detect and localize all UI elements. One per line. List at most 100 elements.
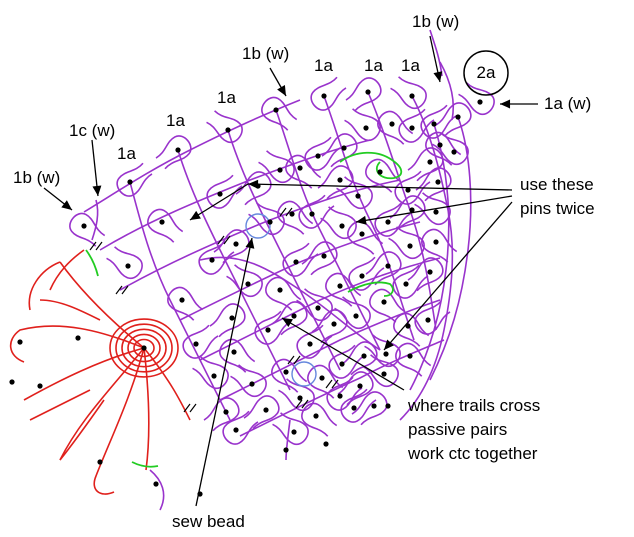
leader-arrows (43, 35, 538, 507)
trail-loop (407, 257, 444, 292)
annotation-use-these-pins: use these pins twice (520, 173, 595, 221)
trail-loop (395, 342, 432, 377)
trail-loop (414, 192, 451, 226)
trail-loop (277, 200, 314, 235)
pin-dot (315, 153, 321, 159)
twist-mark (223, 235, 231, 245)
pin-dot (427, 269, 433, 275)
trail-loop (340, 388, 377, 423)
trail-loop (206, 174, 243, 209)
pin-dot (81, 223, 87, 229)
trail-loop (258, 150, 295, 184)
green-segment (85, 249, 99, 277)
pin-dots (9, 89, 483, 497)
trail-run (399, 95, 454, 421)
trail-loop (147, 208, 184, 243)
trail-loop (310, 76, 347, 111)
pin-dot (9, 379, 15, 385)
pin-dot (339, 361, 345, 367)
pin-dot (339, 223, 345, 229)
arrow-1a-w-head (500, 99, 511, 109)
fan-center-ring (109, 318, 179, 378)
twist-mark (183, 403, 191, 413)
pin-dot (385, 403, 391, 409)
sew-bead-circles (245, 213, 317, 387)
pin-dot (377, 169, 383, 175)
arrow-use-a2 (189, 183, 249, 221)
pin-dot (233, 427, 239, 433)
pin-dot (125, 263, 131, 269)
pin-dot (233, 241, 239, 247)
pin-dot (363, 125, 369, 131)
twist-mark (189, 403, 197, 413)
trail-loop (219, 338, 256, 373)
pin-dot (409, 207, 415, 213)
trail-loop (304, 136, 341, 171)
pin-dot (431, 121, 437, 127)
trail-loop (351, 391, 388, 426)
trail-loop (213, 229, 250, 264)
pin-dot (435, 179, 441, 185)
trail-loop (198, 240, 235, 275)
trail-loop (311, 309, 348, 344)
fan-center-ring (133, 338, 155, 358)
fan-spoke (9, 325, 145, 363)
trail-loop (394, 170, 431, 205)
fan-spoke (93, 347, 145, 495)
fan-spoke (39, 299, 101, 321)
label-1a-a: 1a (217, 88, 236, 107)
annotation-cross-line2: passive pairs (408, 420, 508, 439)
trail-loop (415, 167, 452, 202)
fan-center-ring (127, 333, 161, 363)
trail-loop (272, 412, 309, 446)
pin-dot (353, 313, 359, 319)
fan-spoke (29, 389, 91, 421)
trail-loop (389, 195, 426, 230)
trail-run (83, 99, 301, 213)
arrow-sew-bead (195, 237, 253, 507)
trail-loop (421, 228, 458, 263)
pin-dot (381, 299, 387, 305)
fan-spoke (49, 249, 85, 291)
pin-dot (179, 297, 185, 303)
trail-loop (222, 410, 259, 445)
pin-dot (263, 407, 269, 413)
trail-loop (209, 303, 246, 338)
trail-loop (307, 364, 344, 399)
arrow-use-c (383, 201, 513, 351)
pin-dot (309, 211, 315, 217)
pin-dot (209, 257, 215, 263)
label-1a-c: 1a (117, 144, 136, 163)
pin-dot (307, 341, 313, 347)
pin-dot (267, 219, 273, 225)
arrow-sew-bead-head (245, 238, 255, 249)
pin-dot (231, 349, 237, 355)
annotation-sew-bead: sew bead (172, 512, 245, 531)
pin-dot (273, 107, 279, 113)
pin-dot (433, 239, 439, 245)
pin-dot (297, 395, 303, 401)
fan-spoke (28, 261, 61, 311)
pin-dot (437, 142, 443, 148)
twist-mark (301, 399, 309, 409)
trail-loop (320, 206, 357, 240)
trail-loop (374, 202, 411, 237)
pin-dot (337, 393, 343, 399)
pin-dot (405, 187, 411, 193)
pin-dot (283, 369, 289, 375)
trail-loop (321, 133, 358, 168)
trail-run (323, 95, 415, 341)
pin-dot (337, 283, 343, 289)
label-1a-col1: 1a (314, 56, 333, 75)
pin-dot (97, 459, 103, 465)
twist-mark (325, 379, 333, 389)
pin-dot (371, 403, 377, 409)
green-thread-segments (85, 151, 403, 468)
trail-loop (192, 356, 229, 390)
pin-dot (341, 145, 347, 151)
pin-dot (451, 149, 457, 155)
pin-dot (153, 481, 159, 487)
trail-loop (369, 288, 406, 323)
twist-mark (295, 399, 303, 409)
